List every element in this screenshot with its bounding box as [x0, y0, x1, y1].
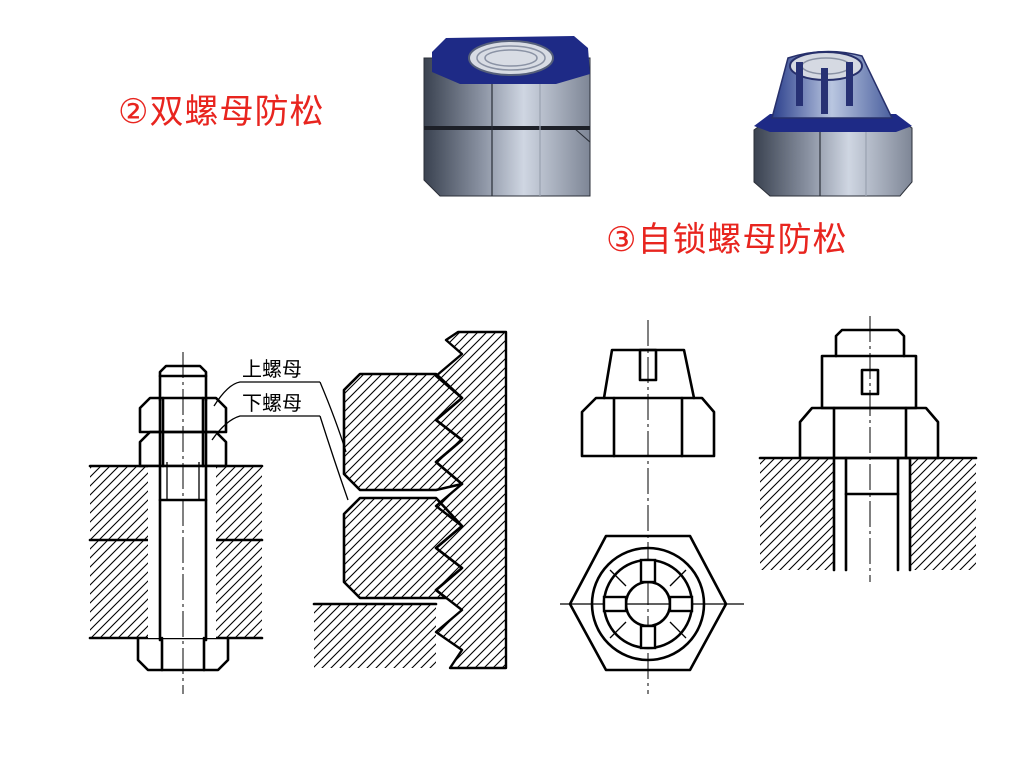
lower-nut-label: 下螺母 — [242, 391, 302, 415]
castle-nut-views-drawing — [560, 320, 744, 694]
self-locking-nut-photo — [753, 50, 913, 197]
double-nut-assembly-drawing: 上螺母 下螺母 — [88, 352, 349, 694]
castle-slots — [602, 558, 694, 650]
double-nut-locking-caption: ②双螺母防松 — [118, 92, 325, 132]
thread-detail-drawing — [312, 330, 508, 670]
castle-nut-installed-drawing — [758, 316, 978, 582]
upper-nut-label: 上螺母 — [242, 357, 302, 381]
self-locking-nut-caption: ③自锁螺母防松 — [606, 220, 848, 260]
double-nut-photo — [423, 36, 591, 197]
